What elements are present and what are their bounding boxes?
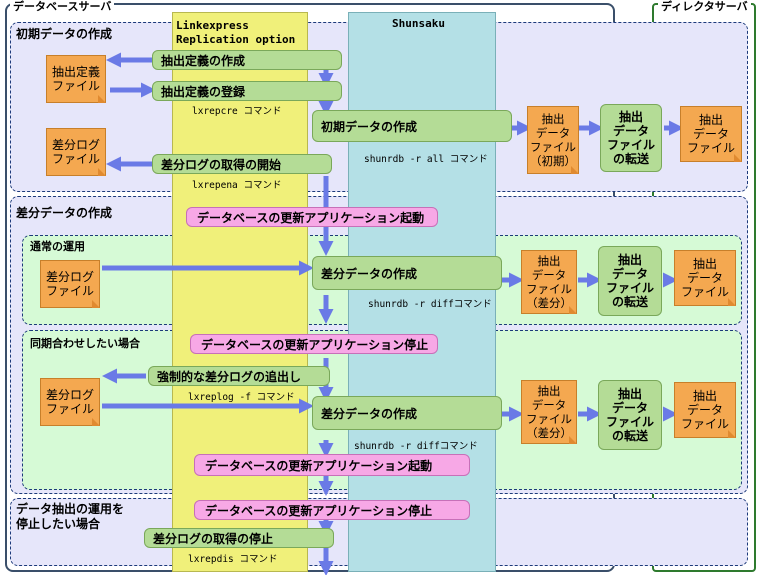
dest-extract-file-note-sync: 抽出 データ ファイル <box>674 382 736 438</box>
start-update-app-step: データベースの更新アプリケーション起動 <box>186 207 438 227</box>
database-server-label: データベースサーバ <box>10 0 115 14</box>
register-definition-step: 抽出定義の登録 <box>152 81 342 101</box>
lxrepcre-command-label: lxrepcre コマンド <box>192 106 282 117</box>
sync-subsection-title: 同期合わせしたい場合 <box>30 337 140 350</box>
initial-section-title: 初期データの作成 <box>16 27 113 41</box>
shunsaku-column-title: Shunsaku <box>392 17 445 30</box>
diff-log-file-note-sync: 差分ログ ファイル <box>40 378 100 426</box>
stop-section-title: データ抽出の運用を 停止したい場合 <box>16 502 125 531</box>
transfer-file-initial-step: 抽出 データ ファイル の転送 <box>600 104 662 172</box>
create-diff-data-step-sync: 差分データの作成 <box>312 396 502 430</box>
director-server-label: ディレクタサーバ <box>658 0 751 14</box>
stop-update-app-step-sync: データベースの更新アプリケーション停止 <box>190 334 438 354</box>
shunsaku-column <box>348 12 496 572</box>
dest-extract-file-initial-note: 抽出 データ ファイル <box>680 106 742 162</box>
transfer-file-diff-step-normal: 抽出 データ ファイル の転送 <box>598 246 662 316</box>
create-initial-data-step: 初期データの作成 <box>312 110 512 142</box>
shunrdb-all-command-label: shunrdb -r all コマンド <box>364 154 488 165</box>
create-definition-step: 抽出定義の作成 <box>152 50 342 70</box>
lxrepdis-command-label: lxrepdis コマンド <box>188 554 278 565</box>
shunrdb-diff-command-label-sync: shunrdb -r diffコマンド <box>354 441 478 452</box>
lxrepena-command-label: lxrepena コマンド <box>192 180 282 191</box>
lxreplog-command-label: lxreplog -f コマンド <box>188 392 295 403</box>
diff-log-file-note-normal: 差分ログ ファイル <box>40 260 100 308</box>
shunrdb-diff-command-label-normal: shunrdb -r diffコマンド <box>368 299 492 310</box>
linkexpress-column-title: Linkexpress Replication option <box>176 19 296 46</box>
restart-update-app-step-sync: データベースの更新アプリケーション起動 <box>194 454 470 476</box>
diff-log-file-note-initial: 差分ログ ファイル <box>46 128 106 176</box>
stop-update-app-step-final: データベースの更新アプリケーション停止 <box>194 500 470 520</box>
definition-file-note: 抽出定義 ファイル <box>46 55 106 103</box>
start-log-capture-step: 差分ログの取得の開始 <box>152 154 332 174</box>
transfer-file-diff-step-sync: 抽出 データ ファイル の転送 <box>598 380 662 450</box>
dest-extract-file-note-normal: 抽出 データ ファイル <box>674 250 736 306</box>
extract-file-initial-note: 抽出 データ ファイル （初期） <box>527 106 579 174</box>
extract-file-diff-note-sync: 抽出 データ ファイル （差分） <box>521 380 577 444</box>
stop-log-capture-step: 差分ログの取得の停止 <box>144 528 334 548</box>
force-flush-log-step: 強制的な差分ログの追出し <box>148 366 330 386</box>
diff-section-title: 差分データの作成 <box>16 206 113 220</box>
create-diff-data-step-normal: 差分データの作成 <box>312 256 502 290</box>
linkexpress-column <box>172 12 308 572</box>
normal-subsection-title: 通常の運用 <box>30 240 85 253</box>
extract-file-diff-note-normal: 抽出 データ ファイル （差分） <box>521 250 577 314</box>
